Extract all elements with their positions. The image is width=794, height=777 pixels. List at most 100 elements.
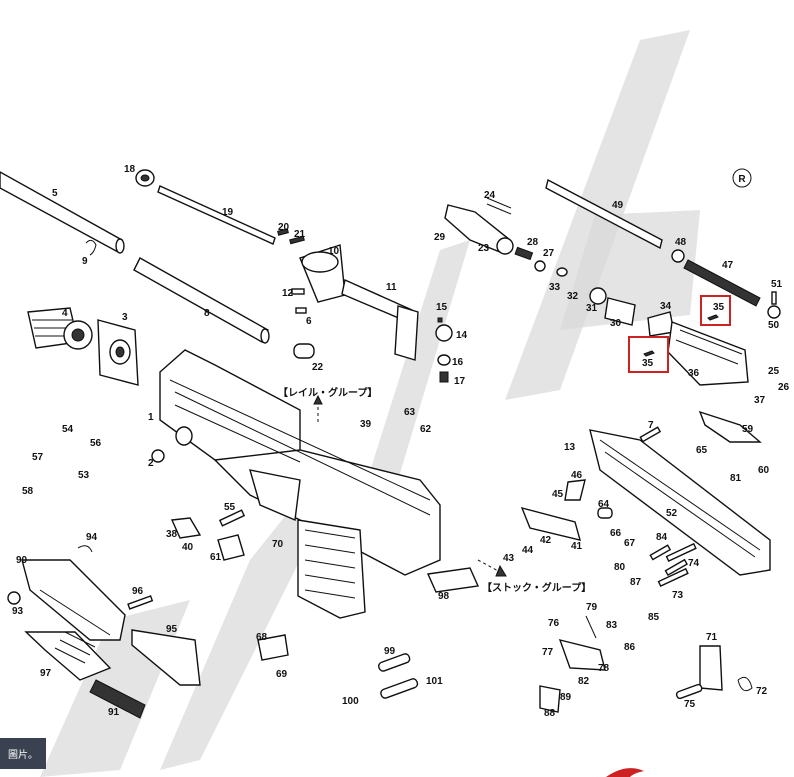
part-number-76: 76 bbox=[548, 618, 560, 629]
small-pin-9 bbox=[85, 239, 97, 256]
part-number-40: 40 bbox=[182, 542, 194, 553]
part-number-10: 10 bbox=[328, 246, 340, 257]
nut-14 bbox=[435, 324, 453, 342]
part-number-100: 100 bbox=[342, 696, 359, 707]
pins-73-74-80-87 bbox=[657, 542, 697, 587]
part-number-1: 1 bbox=[148, 412, 154, 423]
part-number-12: 12 bbox=[282, 288, 294, 299]
part-number-89: 89 bbox=[560, 692, 572, 703]
part-number-72: 72 bbox=[756, 686, 768, 697]
part-number-75: 75 bbox=[684, 699, 696, 710]
arrow-stock-group bbox=[477, 559, 507, 577]
rod-19 bbox=[135, 169, 276, 245]
part-number-63: 63 bbox=[404, 407, 416, 418]
part-number-16: 16 bbox=[452, 357, 464, 368]
lever-41-42 bbox=[520, 506, 581, 541]
highlight-box-35-lower: 35 bbox=[628, 336, 669, 373]
handguard-90 bbox=[21, 559, 126, 641]
spacers-30-33 bbox=[534, 260, 636, 326]
part-number-93: 93 bbox=[12, 606, 24, 617]
lever-59 bbox=[698, 410, 762, 443]
part-number-91: 91 bbox=[108, 707, 120, 718]
part-number-33: 33 bbox=[549, 282, 561, 293]
arrow-rail-group bbox=[313, 394, 323, 422]
part-number-51: 51 bbox=[771, 279, 783, 290]
part-number-101: 101 bbox=[426, 676, 443, 687]
part-number-59: 59 bbox=[742, 424, 754, 435]
part-number-37: 37 bbox=[754, 395, 766, 406]
pin-75 bbox=[675, 683, 703, 700]
part-number-2: 2 bbox=[148, 458, 154, 469]
part-number-71: 71 bbox=[706, 632, 718, 643]
part-number-79: 79 bbox=[586, 602, 598, 613]
part-number-62: 62 bbox=[420, 424, 432, 435]
plate-98 bbox=[426, 567, 480, 593]
tube-8 bbox=[133, 257, 270, 344]
brand-logo-fragment bbox=[606, 768, 644, 777]
part-number-25: 25 bbox=[768, 366, 780, 377]
receiver-1 bbox=[151, 349, 441, 576]
part-number-44: 44 bbox=[522, 545, 534, 556]
pin-15 bbox=[437, 317, 443, 323]
part-number-34: 34 bbox=[660, 301, 672, 312]
cap-16-spring-17 bbox=[437, 354, 451, 383]
part-number-57: 57 bbox=[32, 452, 44, 463]
part-number-52: 52 bbox=[666, 508, 678, 519]
part-number-4: 4 bbox=[62, 308, 68, 319]
part-number-80: 80 bbox=[614, 562, 626, 573]
part-number-84: 84 bbox=[656, 532, 668, 543]
part-number-13: 13 bbox=[564, 442, 576, 453]
part-number-60: 60 bbox=[758, 465, 770, 476]
pins-12-6 bbox=[291, 288, 307, 314]
highlight-box-35-upper: 35 bbox=[700, 295, 731, 326]
part-number-53: 53 bbox=[78, 470, 90, 481]
part-number-96: 96 bbox=[132, 586, 144, 597]
part-number-98: 98 bbox=[438, 591, 450, 602]
rail-36 bbox=[667, 321, 749, 386]
small-parts-20-21 bbox=[277, 228, 305, 245]
stock-group-label: 【ストック・グループ】 bbox=[482, 581, 591, 594]
part-number-90: 90 bbox=[16, 555, 28, 566]
part-number-29: 29 bbox=[434, 232, 446, 243]
hammer-71-72 bbox=[699, 645, 753, 692]
part-number-97: 97 bbox=[40, 668, 52, 679]
link-45 bbox=[564, 479, 586, 501]
part-number-22: 22 bbox=[312, 362, 324, 373]
part-number-45: 45 bbox=[552, 489, 564, 500]
part-number-73: 73 bbox=[672, 590, 684, 601]
spring-28 bbox=[514, 246, 534, 261]
rod-49 bbox=[545, 178, 663, 250]
part-number-36: 36 bbox=[688, 368, 700, 379]
rail-95 bbox=[131, 629, 201, 686]
part-number-95: 95 bbox=[166, 624, 178, 635]
part-number-7: 7 bbox=[648, 420, 654, 431]
part-number-94: 94 bbox=[86, 532, 98, 543]
spring-47 bbox=[683, 259, 761, 307]
part-number-78: 78 bbox=[598, 663, 610, 674]
lower-receiver-52 bbox=[589, 429, 771, 576]
part-number-labels: 1234567891011121314151617181920212223242… bbox=[12, 164, 790, 719]
spring-91 bbox=[89, 679, 146, 719]
part-number-8: 8 bbox=[204, 308, 210, 319]
ring-48 bbox=[671, 249, 685, 263]
part-number-32: 32 bbox=[567, 291, 579, 302]
part-number-19: 19 bbox=[222, 207, 234, 218]
svg-text:R: R bbox=[738, 174, 746, 185]
front-block-3 bbox=[97, 319, 139, 386]
part-number-56: 56 bbox=[90, 438, 102, 449]
part-number-18: 18 bbox=[124, 164, 136, 175]
part-68-69 bbox=[257, 634, 289, 661]
part-number-61: 61 bbox=[210, 552, 222, 563]
part-number-83: 83 bbox=[606, 620, 618, 631]
part-number-28: 28 bbox=[527, 237, 539, 248]
pin-96 bbox=[127, 595, 154, 610]
part-number-99: 99 bbox=[384, 646, 396, 657]
part-number-70: 70 bbox=[272, 539, 284, 550]
part-number-69: 69 bbox=[276, 669, 288, 680]
part-number-50: 50 bbox=[768, 320, 780, 331]
part-number-68: 68 bbox=[256, 632, 268, 643]
part-number-64: 64 bbox=[598, 499, 610, 510]
part-number-11: 11 bbox=[386, 282, 397, 293]
charging-handle-23 bbox=[444, 204, 514, 255]
